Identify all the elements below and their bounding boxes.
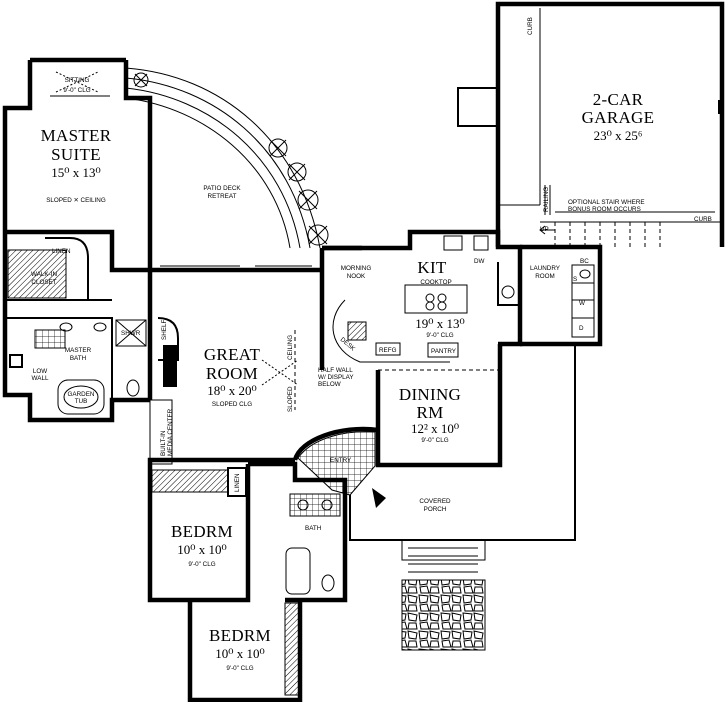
dining-dims: 12² x 10⁰ — [411, 421, 459, 436]
morning-nook-name-2: NOOK — [347, 273, 366, 280]
built-in-label-2: MEDIA CENTER — [167, 408, 174, 456]
plant-icon — [268, 138, 288, 158]
master-suite-name-2: SUITE — [51, 145, 101, 164]
master-suite-dims: 15⁰ x 13⁰ — [51, 165, 100, 180]
curb-label-right: CURB — [694, 216, 712, 223]
bedroom-2-clg: 9'-0" CLG — [226, 665, 253, 672]
ceiling-label: CEILING — [287, 335, 294, 360]
morning-nook-name-1: MORNING — [341, 265, 372, 272]
plant-icon — [287, 162, 307, 182]
bc-label: BC — [580, 258, 589, 265]
garden-tub-label-1: GARDEN — [68, 391, 95, 398]
patio-name-1: PATIO DECK — [203, 185, 241, 192]
cooktop-label: COOKTOP — [420, 279, 451, 286]
master-suite-ceiling: SLOPED ✕ CEILING — [46, 197, 106, 204]
sitting-name: SITTING — [65, 77, 90, 84]
bath-label: BATH — [305, 525, 322, 532]
washer-label: W — [579, 300, 585, 307]
great-room-name-1: GREAT — [204, 345, 261, 364]
garden-tub-label-2: TUB — [75, 398, 88, 405]
laundry — [520, 244, 603, 347]
dining-name-2: RM — [416, 403, 443, 422]
bath-2 — [248, 461, 348, 603]
bedroom-1-dims: 10⁰ x 10⁰ — [177, 542, 226, 557]
bedroom-2 — [187, 600, 303, 702]
dining-clg: 9'-0" CLG — [421, 437, 448, 444]
half-wall-label-3: BELOW — [318, 381, 341, 388]
great-room-name-2: ROOM — [206, 364, 258, 383]
patio-name-2: RETREAT — [208, 193, 237, 200]
dryer-label: D — [579, 325, 584, 332]
patio-deck — [125, 67, 329, 273]
garage-dims: 23⁰ x 25⁶ — [594, 128, 643, 143]
walk-in-name-2: CLOSET — [31, 279, 56, 286]
optional-stair-label: OPTIONAL STAIR WHERE — [568, 199, 645, 206]
bedroom-1 — [147, 464, 251, 603]
shelf-label: SHELF — [161, 320, 168, 340]
entry-porch — [292, 344, 576, 651]
curb-label: CURB — [527, 17, 534, 35]
walk-in-name-1: WALK-IN — [31, 271, 57, 278]
sloped-label: SLOPED — [287, 386, 294, 412]
up-label: UP — [540, 226, 549, 233]
covered-porch-name-2: PORCH — [424, 506, 447, 513]
great-room-clg: SLOPED CLG — [212, 401, 252, 408]
built-in-label-1: BUILT-IN — [160, 430, 167, 456]
master-bath-area — [2, 232, 179, 423]
plant-icon — [297, 189, 319, 211]
sink-label: S — [573, 276, 577, 283]
plant-icon — [307, 224, 329, 246]
pantry-label: PANTRY — [431, 348, 457, 355]
half-wall-label-2: W/ DISPLAY — [318, 374, 354, 381]
garage-name-2: GARAGE — [582, 108, 655, 127]
kitchen-clg: 9'-0" CLG — [426, 332, 453, 339]
railing-label: RAILING — [543, 187, 550, 212]
bedroom-2-name: BEDRM — [209, 626, 271, 645]
kitchen — [319, 229, 523, 370]
master-suite-name-1: MASTER — [41, 126, 112, 145]
kitchen-name: KIT — [417, 258, 447, 277]
master-bath-name-2: BATH — [70, 355, 87, 362]
sitting-clg: 9'-0" CLG — [63, 87, 90, 94]
linen-label-bed: LINEN — [234, 473, 241, 492]
half-wall-label-1: HALF WALL — [318, 367, 353, 374]
shower-label: SHWR — [121, 330, 141, 337]
dining-name-1: DINING — [399, 385, 461, 404]
laundry-name-2: ROOM — [535, 273, 555, 280]
master-bath-name-1: MASTER — [65, 347, 92, 354]
covered-porch-name-1: COVERED — [419, 498, 451, 505]
dishwasher-label: DW — [474, 258, 485, 265]
laundry-name-1: LAUNDRY — [530, 265, 561, 272]
master-suite — [2, 57, 153, 273]
great-room — [147, 270, 299, 465]
optional-stair-label-2: BONUS ROOM OCCURS — [568, 206, 641, 213]
entry-label: ENTRY — [330, 457, 352, 464]
dining-room — [375, 344, 503, 468]
low-wall-label-1: LOW — [33, 368, 47, 375]
great-room-dims: 18⁰ x 20⁰ — [207, 383, 256, 398]
bedroom-1-name: BEDRM — [171, 522, 233, 541]
plant-icon — [133, 72, 149, 88]
garage — [457, 1, 725, 247]
garage-name-1: 2-CAR — [593, 90, 644, 109]
bedroom-2-dims: 10⁰ x 10⁰ — [215, 646, 264, 661]
linen-label: LINEN — [52, 248, 71, 255]
kitchen-dims: 19⁰ x 13⁰ — [415, 316, 464, 331]
refrigerator-label: REFG — [379, 347, 397, 354]
bedroom-1-clg: 9'-0" CLG — [188, 561, 215, 568]
low-wall-label-2: WALL — [32, 375, 49, 382]
